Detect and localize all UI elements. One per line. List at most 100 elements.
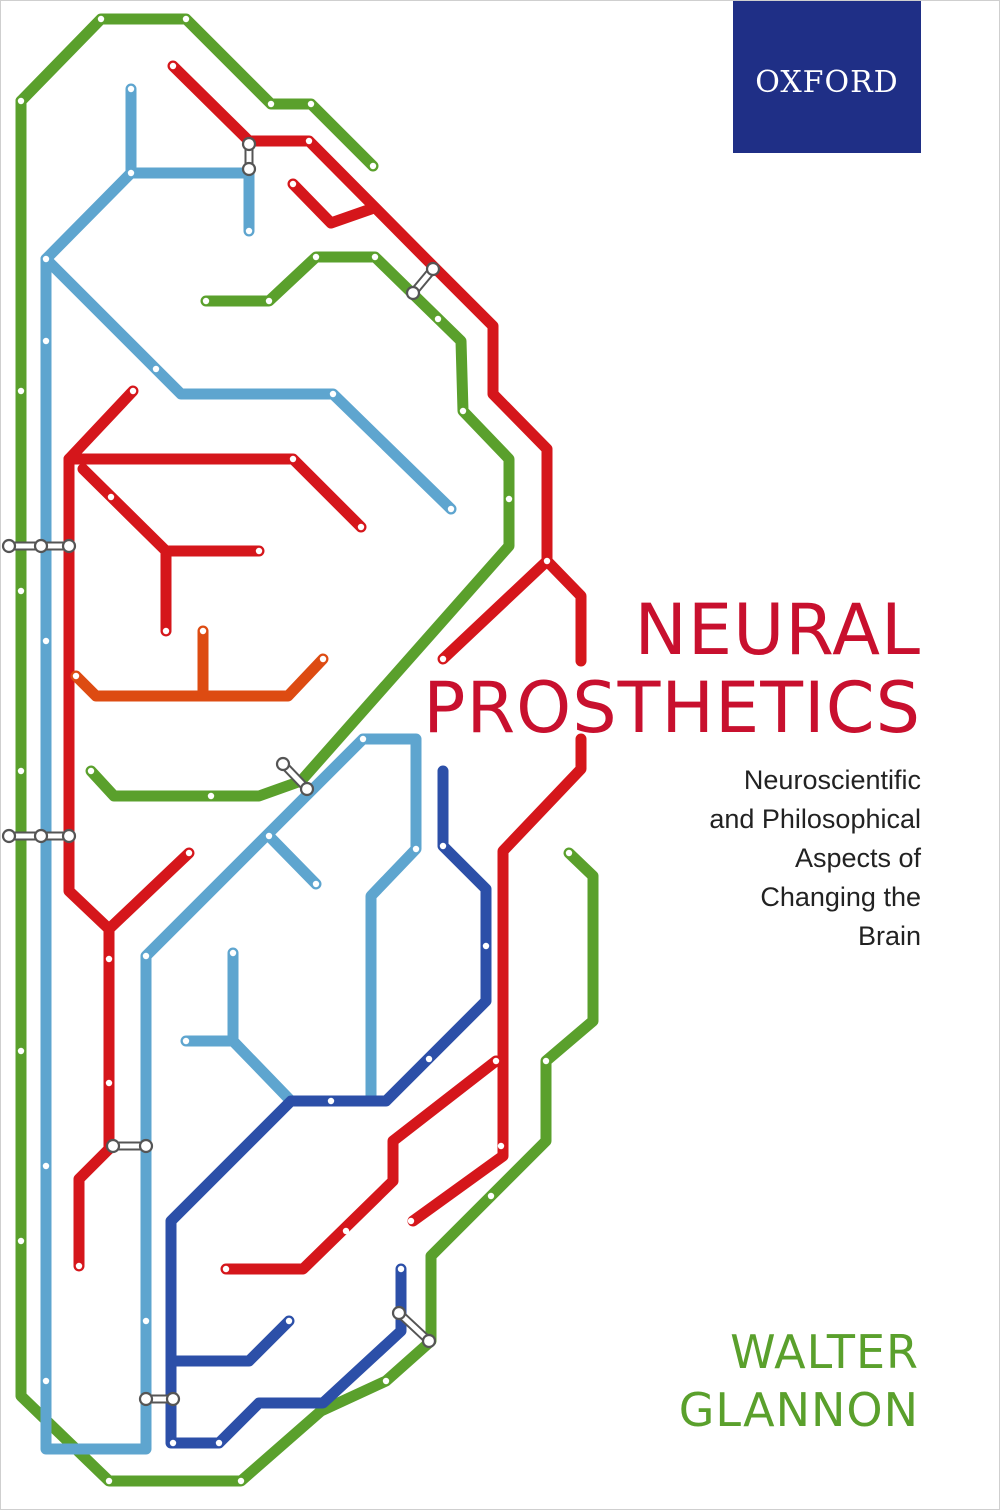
station-stop bbox=[267, 100, 275, 108]
station-stop bbox=[182, 15, 190, 23]
lightblue-transit-line bbox=[125, 83, 255, 237]
station-stop bbox=[329, 390, 337, 398]
station-stop bbox=[215, 1439, 223, 1447]
station-stop bbox=[152, 365, 160, 373]
subtitle-line-2: and Philosophical bbox=[709, 804, 921, 834]
station-stop bbox=[265, 297, 273, 305]
green-transit-line bbox=[15, 95, 599, 1487]
station-stop bbox=[407, 1217, 415, 1225]
station-stop bbox=[319, 655, 327, 663]
station-stop bbox=[162, 627, 170, 635]
station-stop bbox=[245, 227, 253, 235]
subtitle-line-5: Brain bbox=[857, 921, 921, 951]
station-stop bbox=[42, 1377, 50, 1385]
station-stop bbox=[72, 672, 80, 680]
station-stop bbox=[199, 627, 207, 635]
station-stop bbox=[487, 1192, 495, 1200]
green-transit-line bbox=[15, 13, 379, 172]
title-line-2: PROSTHETICS bbox=[423, 667, 921, 749]
station-stop bbox=[342, 1227, 350, 1235]
book-title: NEURAL PROSTHETICS bbox=[423, 591, 921, 747]
station-stop bbox=[127, 85, 135, 93]
station-stop bbox=[142, 1317, 150, 1325]
station-stop bbox=[42, 337, 50, 345]
subtitle-line-4: Changing the bbox=[760, 882, 921, 912]
lightblue-transit-line bbox=[263, 830, 322, 890]
interchange-station bbox=[1, 538, 77, 554]
red-transit-line bbox=[437, 555, 553, 665]
author-name: WALTER GLANNON bbox=[679, 1323, 919, 1439]
station-stop bbox=[289, 180, 297, 188]
station-stop bbox=[312, 253, 320, 261]
interchange-station bbox=[241, 136, 257, 177]
station-stop bbox=[565, 849, 573, 857]
station-stop bbox=[42, 255, 50, 263]
station-stop bbox=[142, 952, 150, 960]
red-transit-line bbox=[63, 385, 139, 1155]
station-stop bbox=[17, 1047, 25, 1055]
green-transit-line bbox=[85, 251, 515, 802]
station-stop bbox=[359, 735, 367, 743]
station-stop bbox=[222, 1265, 230, 1273]
station-stop bbox=[105, 1477, 113, 1485]
interchange-station bbox=[405, 261, 441, 301]
publisher-name: OXFORD bbox=[755, 64, 899, 100]
orange-transit-line bbox=[70, 653, 329, 702]
darkblue-transit-line bbox=[165, 1315, 295, 1367]
interchange-station bbox=[138, 1391, 181, 1407]
station-stop bbox=[229, 949, 237, 957]
station-stop bbox=[371, 253, 379, 261]
station-stop bbox=[312, 880, 320, 888]
station-stop bbox=[17, 767, 25, 775]
station-stop bbox=[492, 1057, 500, 1065]
interchange-station bbox=[275, 756, 315, 797]
station-stop bbox=[425, 1055, 433, 1063]
lightblue-transit-line bbox=[40, 253, 457, 515]
red-transit-line bbox=[167, 60, 587, 667]
station-stop bbox=[382, 1377, 390, 1385]
station-stop bbox=[105, 1079, 113, 1087]
darkblue-transit-line bbox=[165, 765, 492, 1449]
station-stop bbox=[439, 655, 447, 663]
station-stop bbox=[17, 387, 25, 395]
red-transit-line bbox=[73, 1143, 115, 1272]
station-stop bbox=[285, 1317, 293, 1325]
station-stop bbox=[42, 637, 50, 645]
station-stop bbox=[182, 1037, 190, 1045]
station-stop bbox=[202, 297, 210, 305]
interchange-station bbox=[1, 828, 77, 844]
station-stop bbox=[543, 557, 551, 565]
interchange-station bbox=[105, 1138, 154, 1154]
station-stop bbox=[542, 1057, 550, 1065]
lightblue-transit-line bbox=[40, 167, 422, 1455]
station-stop bbox=[482, 942, 490, 950]
station-stop bbox=[439, 842, 447, 850]
station-stop bbox=[292, 1389, 300, 1397]
station-stop bbox=[17, 1237, 25, 1245]
station-stop bbox=[87, 767, 95, 775]
station-stop bbox=[289, 455, 297, 463]
station-stop bbox=[17, 97, 25, 105]
lightblue-transit-line bbox=[227, 947, 377, 1107]
interchange-station bbox=[391, 1305, 437, 1349]
station-stop bbox=[369, 162, 377, 170]
station-stop bbox=[412, 845, 420, 853]
station-stop bbox=[327, 715, 335, 723]
subtitle-line-1: Neuroscientific bbox=[743, 765, 921, 795]
red-transit-line bbox=[220, 1055, 502, 1275]
subtitle-line-3: Aspects of bbox=[794, 843, 921, 873]
station-stop bbox=[434, 315, 442, 323]
station-stop bbox=[169, 62, 177, 70]
station-stop bbox=[447, 505, 455, 513]
red-transit-line bbox=[287, 178, 377, 229]
station-stop bbox=[265, 832, 273, 840]
publisher-badge: OXFORD bbox=[733, 1, 921, 153]
station-stop bbox=[17, 587, 25, 595]
red-transit-line bbox=[407, 733, 587, 1227]
title-line-1: NEURAL bbox=[634, 589, 921, 671]
station-stop bbox=[207, 792, 215, 800]
station-stop bbox=[75, 1262, 83, 1270]
book-subtitle: Neuroscientific and Philosophical Aspect… bbox=[621, 761, 921, 956]
